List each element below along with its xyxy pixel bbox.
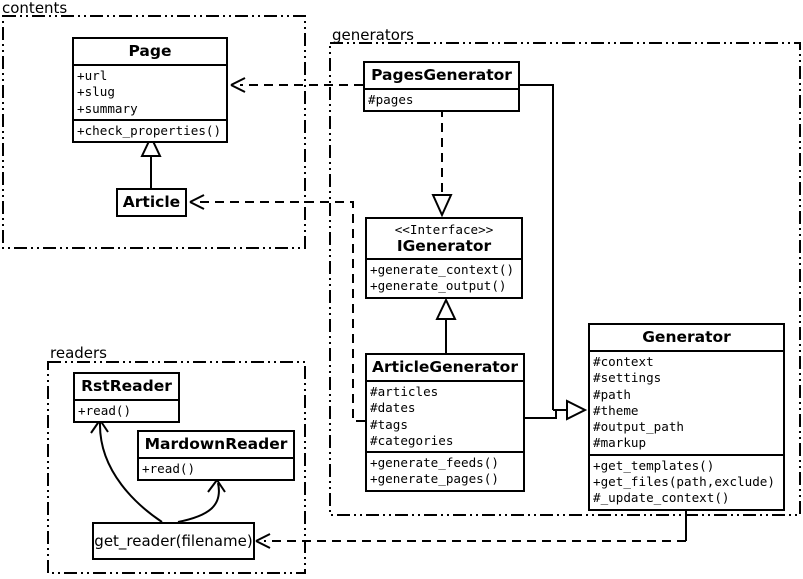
attribute: #categories: [370, 432, 454, 448]
attribute: #dates: [370, 400, 416, 416]
attribute: #output_path: [593, 419, 684, 435]
attributes-compartment: #articles #dates #tags #categories: [367, 380, 523, 451]
attribute: +summary: [77, 100, 138, 116]
function-label: get_reader(filename): [94, 532, 253, 550]
open-arrowhead-icon: [207, 479, 226, 493]
open-arrowhead-icon: [230, 77, 246, 93]
attribute: #settings: [593, 370, 662, 386]
method: +generate_pages(): [370, 471, 499, 487]
open-arrowhead-icon: [255, 533, 271, 549]
attribute: #articles: [370, 384, 439, 399]
method: +get_files(path,exclude): [593, 474, 775, 490]
class-title: RstReader: [81, 377, 172, 395]
class-box-pages-generator: PagesGenerator #pages: [363, 61, 520, 113]
class-title: ArticleGenerator: [372, 358, 518, 376]
package-border-generators: [329, 42, 801, 516]
attribute: +slug: [77, 84, 115, 100]
method: +get_templates(): [593, 457, 715, 473]
class-title: PagesGenerator: [371, 66, 512, 84]
class-box-rst-reader: RstReader +read(): [73, 372, 180, 424]
function-box-get-reader: get_reader(filename): [92, 522, 255, 560]
package-label-contents: contents: [2, 0, 68, 17]
method: +generate_output(): [370, 278, 507, 294]
method: +generate_feeds(): [370, 455, 499, 471]
class-title: Article: [122, 193, 181, 211]
attribute: #markup: [593, 435, 647, 451]
class-box-generator: Generator #context #settings #path #them…: [588, 323, 785, 511]
attributes-compartment: +url +slug +summary: [74, 64, 226, 119]
package-label-readers: readers: [50, 344, 107, 362]
class-title: MardownReader: [144, 435, 288, 453]
inheritance-line-articlegenerator-to-generator: [525, 410, 557, 419]
methods-compartment: +check_properties(): [74, 118, 226, 141]
attribute: #tags: [370, 416, 408, 432]
class-box-markdown-reader: MardownReader +read(): [137, 430, 295, 482]
dependency-arrow-articlegenerator-to-article: [198, 201, 365, 422]
attribute: #path: [593, 386, 631, 402]
stereotype-label: <<Interface>>: [394, 222, 494, 237]
method: +check_properties(): [77, 122, 222, 138]
class-title: Page: [128, 42, 172, 60]
class-box-article-generator: ArticleGenerator #articles #dates #tags …: [365, 353, 525, 492]
class-name-label: IGenerator: [396, 237, 492, 255]
inheritance-line-pagesgenerator-to-generator: [520, 84, 554, 410]
package-border-readers: [47, 361, 306, 574]
method: #_update_context(): [593, 490, 730, 506]
hollow-triangle-icon: [566, 399, 588, 421]
class-title: Generator: [642, 328, 731, 346]
attribute: #context: [593, 354, 654, 369]
method: +read(): [78, 403, 132, 418]
class-box-article: Article: [116, 188, 187, 217]
attribute: +url: [77, 68, 108, 83]
hollow-triangle-icon: [435, 297, 457, 320]
method: +generate_context(): [370, 262, 515, 277]
method: +read(): [142, 461, 196, 476]
arrow-getreader-to-rstreader: [98, 422, 163, 523]
methods-compartment: +read(): [139, 457, 293, 479]
package-border-contents: [2, 15, 306, 249]
methods-compartment: +get_templates() +get_files(path,exclude…: [590, 453, 783, 509]
class-box-igenerator: <<Interface>> IGenerator +generate_conte…: [365, 217, 523, 299]
arrow-getreader-to-markdownreader: [177, 482, 220, 523]
methods-compartment: +generate_context() +generate_output(): [367, 258, 521, 297]
methods-compartment: +generate_feeds() +generate_pages(): [367, 451, 523, 490]
class-box-page: Page +url +slug +summary +check_properti…: [72, 37, 228, 144]
methods-compartment: +read(): [75, 399, 178, 421]
attributes-compartment: #pages: [365, 88, 518, 110]
hollow-triangle-icon: [431, 194, 453, 218]
attribute: #pages: [368, 92, 414, 107]
attribute: #theme: [593, 402, 639, 418]
open-arrowhead-icon: [189, 194, 205, 210]
hollow-triangle-icon: [140, 134, 162, 157]
class-title: <<Interface>> IGenerator: [367, 219, 521, 258]
package-label-generators: generators: [332, 26, 414, 44]
attributes-compartment: #context #settings #path #theme #output_…: [590, 350, 783, 454]
